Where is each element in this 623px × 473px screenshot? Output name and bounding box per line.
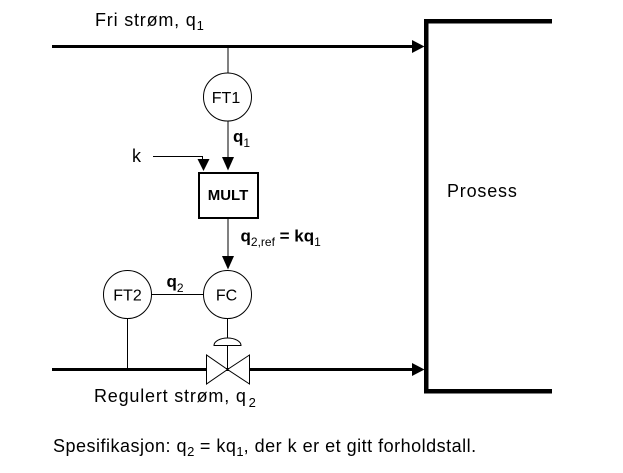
fc-circle <box>203 270 252 319</box>
q1-arrowhead-icon <box>222 157 234 171</box>
valve-body-right <box>226 354 250 385</box>
top-flow-arrowhead-icon <box>412 40 425 53</box>
bottom-flow-arrowhead-icon <box>412 363 425 376</box>
q1-signal-label: q1 <box>233 127 250 150</box>
k-signal-line <box>153 156 203 160</box>
valve-body-left <box>206 354 229 385</box>
setpoint-arrowhead-icon <box>222 256 234 270</box>
ft1-label: FT1 <box>212 90 241 107</box>
fc-label: FC <box>216 288 237 305</box>
multiplier-label: MULT <box>208 187 249 204</box>
ft1-circle <box>203 72 252 122</box>
process-bracket <box>423 19 552 394</box>
ratio-factor-label: k <box>132 146 142 166</box>
process-label: Prosess <box>447 181 518 201</box>
k-arrowhead-icon <box>197 159 210 171</box>
valve-actuator-dome <box>213 337 242 346</box>
multiplier-box <box>198 172 259 219</box>
top-flow-label: Fri strøm, q1 <box>95 10 204 33</box>
specification-caption: Spesifikasjon: q2 = kq1, der k er et git… <box>53 436 477 459</box>
q2-signal-label: q2 <box>167 272 184 295</box>
ft2-circle <box>103 270 152 319</box>
setpoint-label: q2,ref = kq1 <box>241 227 322 250</box>
ft2-label: FT2 <box>113 288 142 305</box>
